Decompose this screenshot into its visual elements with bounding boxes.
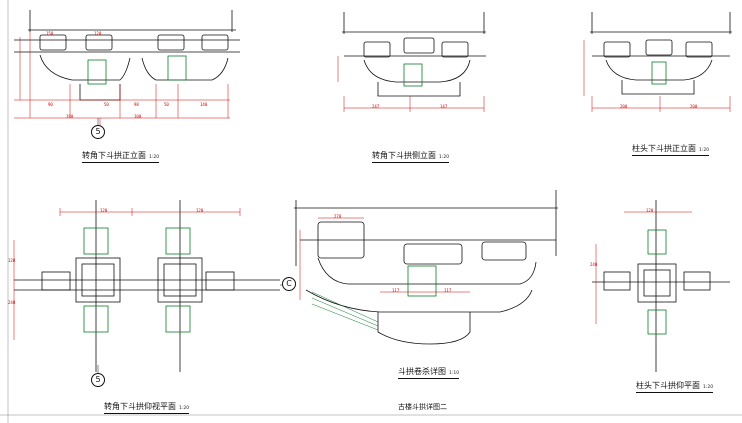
dim-label: 120: [646, 208, 654, 213]
dim-label: 117: [444, 288, 452, 293]
dim-label: 270: [334, 214, 342, 219]
caption-scale: 1:20: [699, 148, 710, 153]
corner-front-elevation-drawing: [14, 10, 240, 128]
axis-bubble-5-lower: 5: [91, 373, 105, 387]
axis-bubble-5-upper: 5: [91, 125, 105, 139]
dim-label: 50: [104, 102, 109, 107]
caption-scale: 1:20: [703, 385, 714, 390]
dim-label: 147: [440, 104, 448, 109]
corner-side-elevation-drawing: [337, 12, 486, 112]
caption-scale: 1:20: [179, 406, 190, 411]
dim-label: 98: [134, 102, 139, 107]
dim-label: 50: [164, 102, 169, 107]
dim-label: 200: [620, 104, 628, 109]
dim-label: 200: [690, 104, 698, 109]
caption-text: 转角下斗拱仰视平面: [104, 402, 176, 411]
dim-label: 120: [100, 208, 108, 213]
axis-bubble-c: C: [282, 277, 296, 291]
dim-label: 247: [372, 104, 380, 109]
column-plan-drawing: [592, 200, 730, 372]
caption-scale: 1:20: [439, 155, 450, 160]
dim-label: 240: [8, 300, 16, 305]
dim-label: 240: [590, 262, 598, 267]
caption-text: 转角下斗拱侧立面: [372, 151, 436, 160]
caption-scale: 1:20: [149, 155, 160, 160]
dim-label: 117: [392, 288, 400, 293]
caption-text: 斗拱卷杀详图: [398, 367, 446, 376]
dim-label: 190: [66, 114, 74, 119]
bracket-detail-drawing: [294, 190, 558, 345]
caption-text: 转角下斗拱正立面: [82, 151, 146, 160]
corner-plan-drawing: [13, 200, 280, 372]
dim-label: 90: [48, 102, 53, 107]
dim-label: 120: [196, 208, 204, 213]
caption-text: 柱头下斗拱仰平面: [636, 381, 700, 390]
dim-label: 120: [94, 31, 102, 36]
caption-text: 柱头下斗拱正立面: [632, 144, 696, 153]
dim-label: 150: [46, 31, 54, 36]
sheet-title: 古楼斗拱详图二: [398, 403, 447, 411]
dim-label: 120: [8, 258, 16, 263]
caption-scale: 1:10: [449, 371, 460, 376]
column-front-elevation-drawing: [583, 12, 732, 112]
dim-label: 100: [134, 114, 142, 119]
dim-label: 140: [200, 102, 208, 107]
